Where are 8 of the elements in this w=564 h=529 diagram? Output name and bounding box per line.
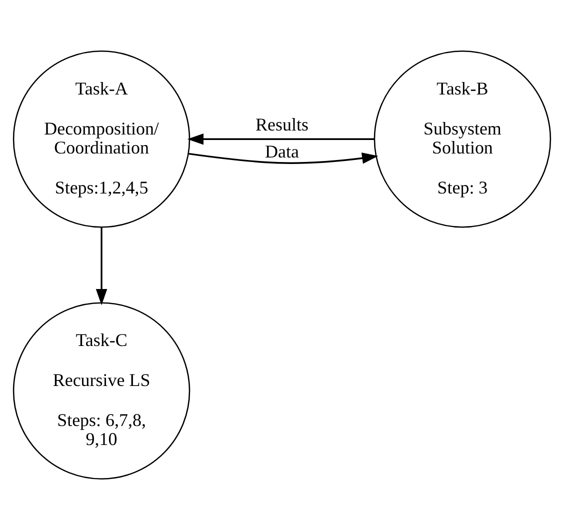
node-circle: Task-B Subsystem Solution Step: 3 — [374, 50, 552, 228]
node-circle: Task-A Decomposition/ Coordination Steps:1,2,4,5 — [12, 50, 190, 228]
arrow — [187, 132, 374, 144]
arrow — [188, 152, 378, 164]
node-circle: Task-C Recursive LS Steps: 6,7,8, 9,10 — [12, 302, 190, 479]
arrow — [96, 226, 108, 305]
edge-label: Data — [265, 140, 299, 161]
edge-label: Results — [256, 114, 308, 134]
